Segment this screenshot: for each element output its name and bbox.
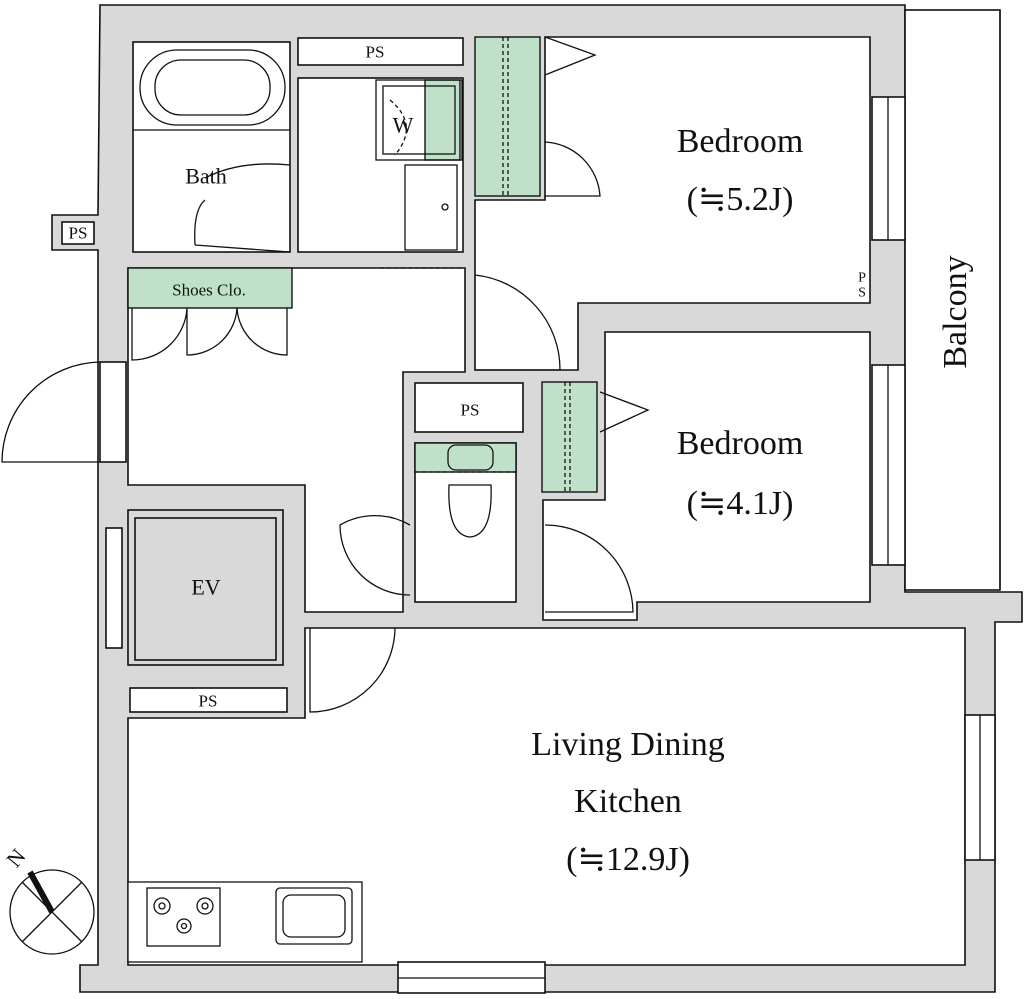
- elevator-label: EV: [191, 574, 221, 600]
- bedroom2-closet-door[interactable]: [599, 391, 650, 433]
- toilet: [447, 444, 494, 471]
- bedroom2-size: (≒4.1J): [686, 484, 794, 522]
- entrance-hall: [127, 267, 466, 613]
- bedroom2-label: Bedroom: [676, 424, 804, 462]
- bedroom1-door[interactable]: [474, 274, 561, 371]
- ldk-door[interactable]: [309, 627, 396, 713]
- compass: [9, 869, 95, 955]
- ldk-room: [127, 627, 966, 966]
- vanity: [404, 164, 458, 251]
- balcony: [904, 9, 1001, 591]
- bedroom2-door[interactable]: [544, 524, 634, 613]
- ldk-size: (≒12.9J): [566, 840, 690, 878]
- entrance-door[interactable]: [1, 361, 101, 463]
- toilet-counter: [414, 442, 517, 473]
- bathtub: [139, 49, 286, 126]
- ps-top: [297, 37, 464, 66]
- bath-label: Bath: [185, 163, 227, 189]
- bedroom1-label: Bedroom: [676, 122, 804, 160]
- ps-outside-label: PS: [68, 223, 88, 243]
- bath-room: [132, 41, 291, 253]
- bedroom1-closet-door[interactable]: [544, 36, 601, 197]
- elevator-car: [134, 517, 277, 661]
- window-ev: [105, 527, 123, 649]
- ps-ev-label: PS: [198, 691, 218, 711]
- shoes-closet: [127, 267, 293, 309]
- kitchen-counter: [127, 881, 363, 963]
- ps-ev: [129, 687, 288, 713]
- ps-hall: [414, 382, 524, 433]
- toilet-door[interactable]: [339, 515, 411, 596]
- bedroom-1: [474, 36, 871, 371]
- stove[interactable]: [146, 887, 221, 947]
- washer: [375, 79, 463, 161]
- bedroom1-size: (≒5.2J): [686, 180, 794, 218]
- bedroom-2: [542, 331, 871, 621]
- bath-door[interactable]: [194, 163, 291, 253]
- ldk-label-line2: Kitchen: [574, 782, 682, 820]
- shoes-closet-doors[interactable]: [131, 307, 288, 361]
- compass-north-needle: [27, 870, 55, 914]
- washer-label: W: [392, 112, 414, 138]
- ps-outside: [61, 221, 95, 245]
- ps-vertical-s: S: [858, 286, 866, 301]
- ps-hall-label: PS: [460, 400, 480, 420]
- ps-top-label: PS: [365, 42, 385, 62]
- shoes-closet-label: Shoes Clo.: [172, 280, 246, 300]
- ldk-label-line1: Living Dining: [531, 725, 725, 763]
- entrance-door-frame[interactable]: [99, 361, 127, 463]
- balcony-label: Balcony: [936, 255, 974, 369]
- sink[interactable]: [275, 887, 353, 945]
- ps-vertical-p: P: [858, 270, 866, 286]
- washer-pan-shade: [424, 79, 461, 161]
